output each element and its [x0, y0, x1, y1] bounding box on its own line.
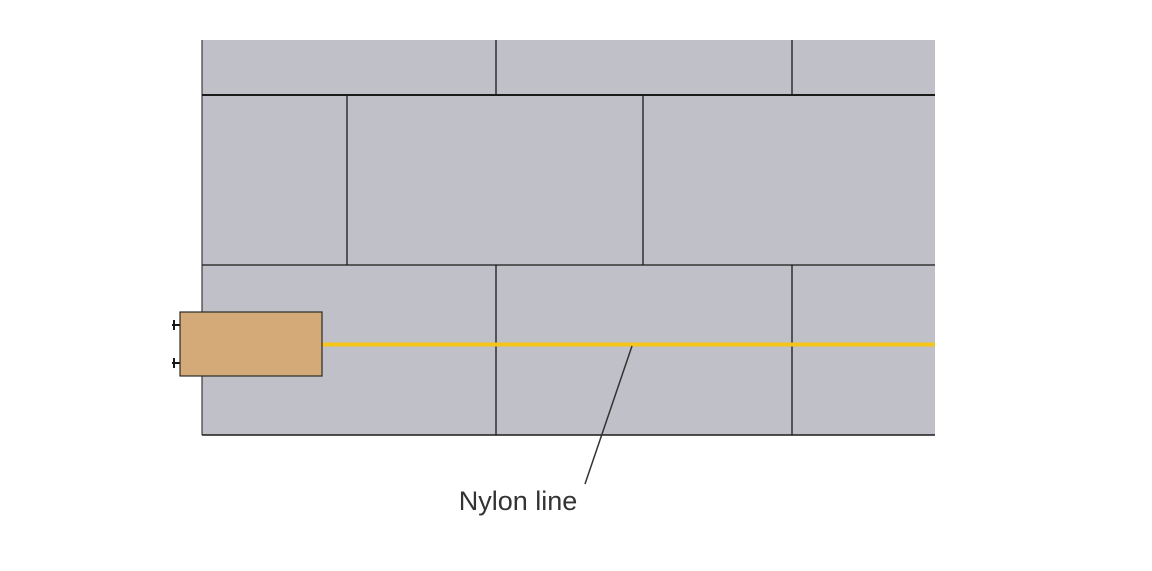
label-leader — [584, 345, 633, 485]
nylon-line-label: Nylon line — [459, 486, 578, 516]
line-block — [172, 311, 323, 377]
wall-face — [202, 40, 935, 435]
